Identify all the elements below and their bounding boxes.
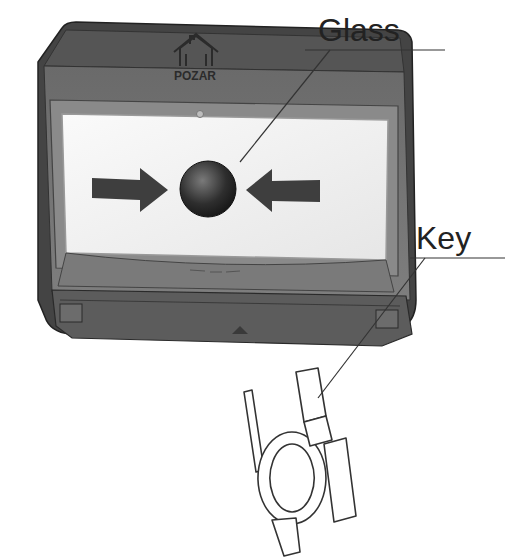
- hinge: [60, 304, 82, 322]
- callout-label: Key: [416, 222, 471, 254]
- leader-line: [305, 49, 445, 50]
- base-edge: [60, 300, 400, 306]
- logo-symbol: [174, 34, 218, 66]
- lower-lip: [58, 253, 394, 292]
- glass-pane: [62, 114, 388, 260]
- push-button: [180, 161, 236, 217]
- logo-text: POZAR: [174, 70, 216, 82]
- leader-line: [240, 50, 330, 162]
- key-slot: [232, 326, 248, 334]
- key-tab: [296, 368, 326, 422]
- key-ring: [258, 432, 326, 524]
- indicator-dot: [197, 111, 204, 118]
- arrow-symbol: [246, 169, 320, 212]
- surface-marks: [190, 270, 240, 272]
- base-part: [52, 290, 412, 346]
- key-prong: [324, 438, 356, 522]
- key-tab: [304, 416, 332, 446]
- hinge: [376, 310, 398, 328]
- logo-roof: [174, 34, 218, 52]
- callout-label: Glass: [318, 14, 400, 46]
- logo-house: [180, 36, 212, 66]
- key-part: [244, 368, 356, 556]
- front-face: [44, 66, 410, 300]
- key-tip: [272, 518, 300, 556]
- arrow-symbol: [92, 168, 168, 212]
- leader-line: [318, 258, 425, 398]
- lid-frame: [50, 100, 398, 276]
